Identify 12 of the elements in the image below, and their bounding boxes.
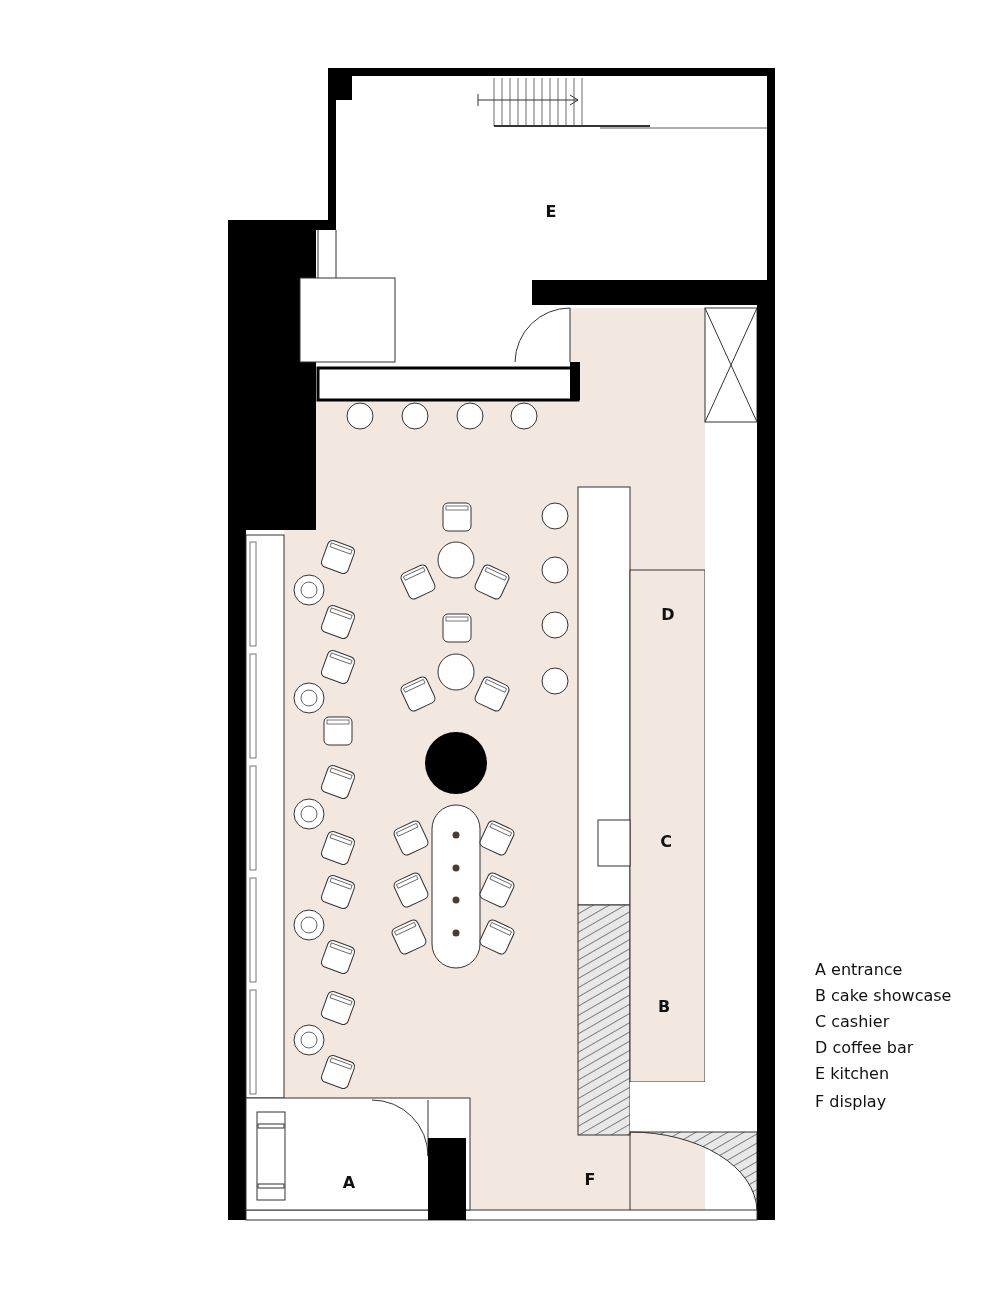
legend-entry: B cake showcase [815, 986, 952, 1006]
legend-entry: D coffee bar [815, 1038, 914, 1058]
room-letter: F [584, 1170, 596, 1190]
legend-entry: C cashier [815, 1012, 890, 1032]
legend-entry: A entrance [815, 960, 903, 980]
legend-entry: F display [815, 1092, 887, 1112]
room-letter: E [545, 202, 557, 222]
room-letter: D [661, 605, 675, 625]
room-letter: B [657, 997, 671, 1017]
room-letter: A [342, 1173, 356, 1193]
legend-entry: E kitchen [815, 1064, 890, 1084]
room-letter: C [660, 832, 672, 852]
